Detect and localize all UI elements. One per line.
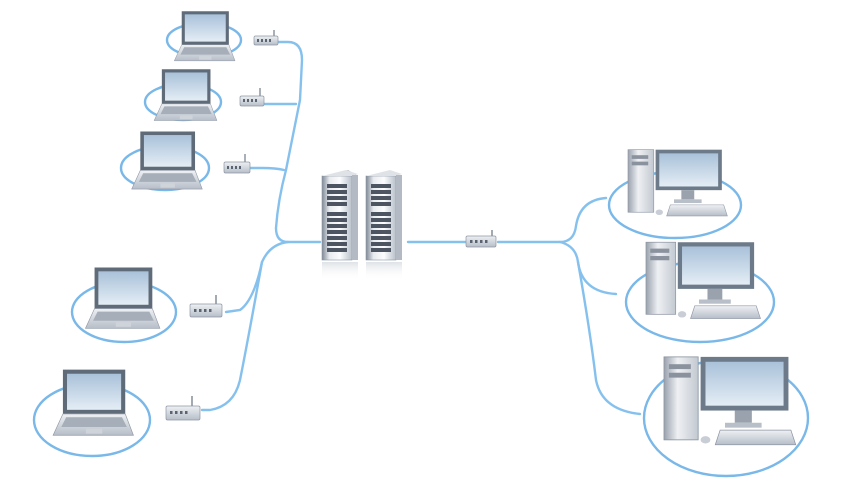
desktops xyxy=(627,149,797,446)
server-tower-icon xyxy=(321,170,358,280)
router-icon xyxy=(223,154,251,174)
laptops xyxy=(52,11,236,436)
link-laptop-5 xyxy=(200,260,264,412)
router-icon xyxy=(465,230,497,248)
link-router-desktops xyxy=(496,196,608,244)
desktop-computer-icon xyxy=(663,356,797,446)
router-icon xyxy=(165,396,201,421)
laptop-icon xyxy=(173,11,236,62)
server-pair xyxy=(321,170,402,280)
router-icon xyxy=(239,88,265,107)
link-desktop-2 xyxy=(558,240,618,296)
laptop-icon xyxy=(131,131,203,190)
connection-links xyxy=(200,40,642,416)
routers xyxy=(165,30,497,421)
router-icon xyxy=(253,30,279,46)
backbone-left xyxy=(274,40,322,244)
laptop-icon xyxy=(52,369,134,436)
link-laptop-4 xyxy=(224,240,290,314)
server-tower-icon xyxy=(365,170,402,280)
link-laptop-3 xyxy=(246,166,286,172)
router-icon xyxy=(189,295,223,318)
laptop-icon xyxy=(153,69,218,121)
laptop-icon xyxy=(84,267,161,329)
link-desktop-3 xyxy=(576,260,642,416)
desktop-computer-icon xyxy=(645,241,761,319)
desktop-computer-icon xyxy=(627,149,728,217)
